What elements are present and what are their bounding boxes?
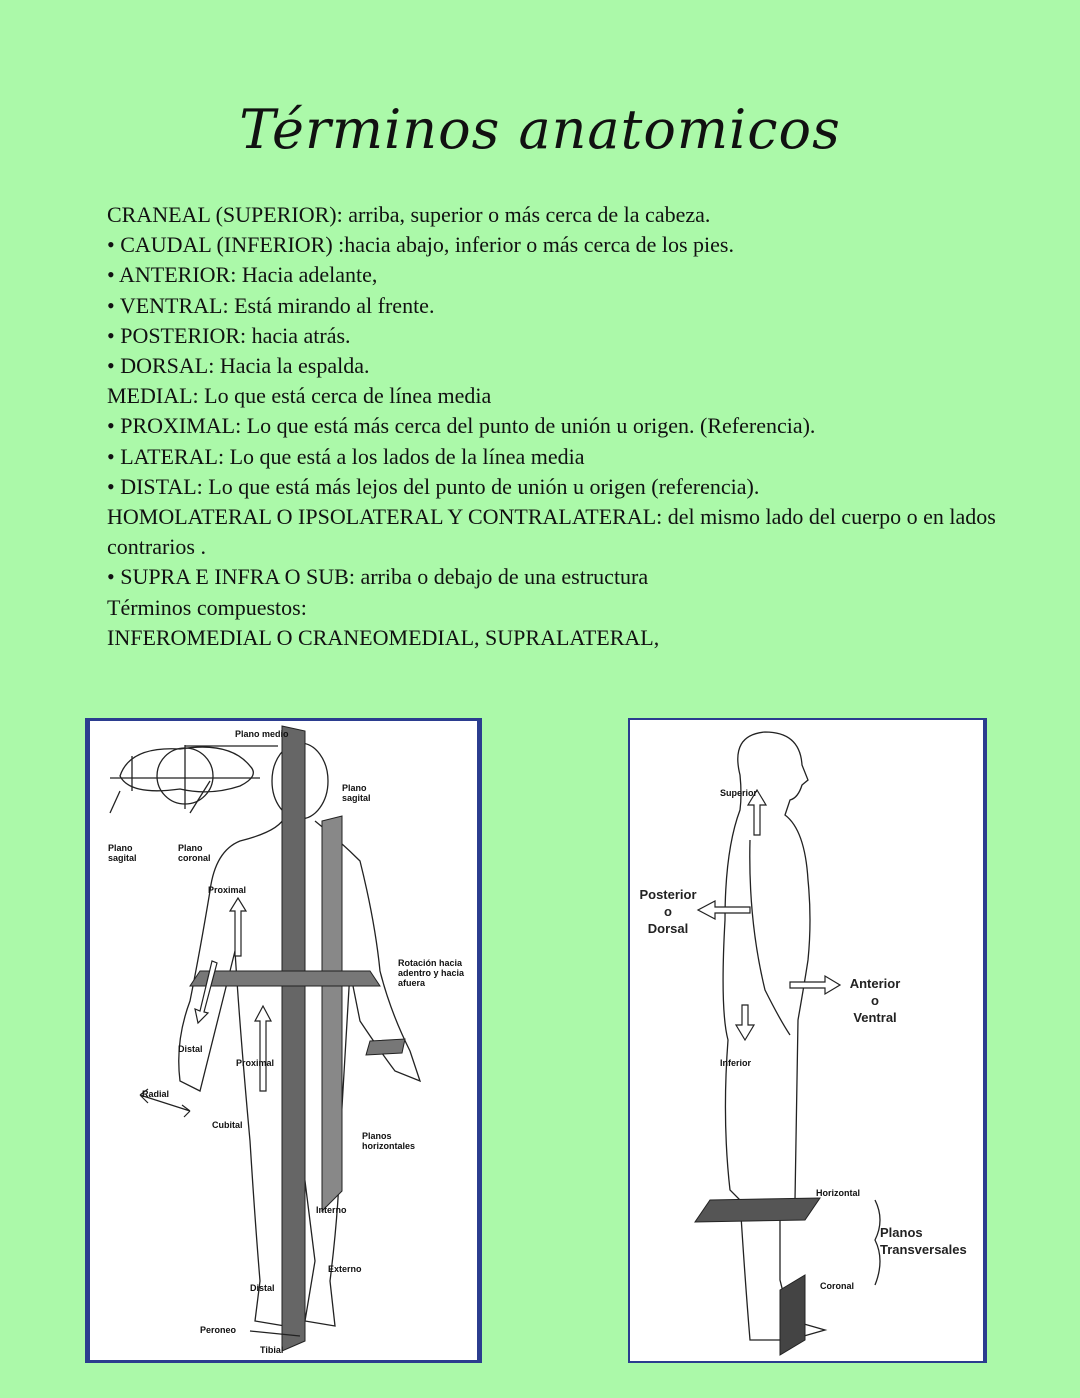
note-description: arriba, superior o más cerca de la cabez… (342, 202, 711, 227)
note-description: Lo que está cerca de línea media (198, 383, 492, 409)
label-planos: Planos (880, 1225, 923, 1240)
note-term: PROXIMAL: (120, 413, 242, 439)
label-superior: Superior (720, 788, 758, 798)
note-term: MEDIAL: (107, 383, 199, 409)
notes-list: CRANEAL (SUPERIOR): arriba, superior o m… (107, 200, 1007, 653)
note-line: • DISTAL: Lo que está más lejos del punt… (107, 472, 1007, 502)
label-tibial: Tibial (260, 1345, 284, 1355)
note-line: • SUPRA E INFRA O SUB: arriba o debajo d… (107, 562, 1007, 592)
note-description: Lo que está a los lados de la línea medi… (224, 443, 585, 469)
label-plano-coronal: Plano coronal (178, 843, 211, 863)
note-line: • POSTERIOR: hacia atrás. (107, 321, 1007, 351)
label-interno: Interno (316, 1205, 347, 1215)
note-term: VENTRAL: (119, 292, 229, 318)
bullet-icon: • (107, 353, 121, 379)
bullet-icon: • (107, 232, 121, 258)
note-line: INFEROMEDIAL O CRANEOMEDIAL, SUPRALATERA… (107, 623, 1007, 653)
bullet-icon: • (107, 322, 121, 348)
note-term: INFEROMEDIAL O CRANEOMEDIAL, SUPRALATERA… (107, 624, 660, 650)
label-o: o (664, 904, 672, 919)
label-planos-transversales: Planos Transversales (880, 1224, 967, 1258)
label-rotacion: Rotación hacia adentro y hacia afuera (398, 958, 465, 988)
label-radial: Radial (142, 1089, 170, 1099)
bullet-icon: • (107, 443, 121, 469)
front-body-drawing (109, 725, 422, 1352)
note-line: Términos compuestos: (107, 593, 1007, 623)
note-description: arriba o debajo de una estructura (354, 564, 649, 590)
side-body-drawing (694, 731, 881, 1356)
label-planos-horizontales: Planos horizontales (362, 1131, 416, 1151)
label-distal-leg: Distal (250, 1283, 275, 1293)
bullet-icon: • (107, 413, 121, 439)
label-coronal: Coronal (820, 1281, 855, 1291)
note-description: Hacia adelante, (236, 262, 378, 288)
label-peroneo: Peroneo (200, 1325, 237, 1335)
label-posterior: Posterior (639, 887, 697, 902)
label-ventral: Ventral (853, 1010, 897, 1025)
label-posterior-dorsal: Posterior o Dorsal (634, 886, 702, 937)
label-proximal-arm: Proximal (208, 885, 247, 895)
label-plano-sagital-head: Plano sagital (108, 843, 137, 863)
note-term: DORSAL: (120, 353, 215, 379)
note-line: • CAUDAL (INFERIOR) :hacia abajo, inferi… (107, 230, 1007, 260)
label-o: o (871, 993, 879, 1008)
note-term: ANTERIOR: (119, 262, 237, 288)
label-anterior-ventral: Anterior o Ventral (840, 975, 910, 1026)
note-description: Lo que está más lejos del punto de unión… (202, 473, 760, 499)
note-description: Términos compuestos: (107, 594, 307, 620)
label-proximal-leg: Proximal (236, 1058, 275, 1068)
note-term: SUPRA E INFRA O SUB: (120, 564, 355, 590)
note-term: POSTERIOR: (120, 322, 247, 348)
note-description: Lo que está más cerca del punto de unión… (241, 413, 816, 439)
front-anatomy-figure: Plano medio Plano sagital Plano sagital … (85, 718, 482, 1363)
side-anatomy-figure: Superior Posterior o Dorsal Anterior o V… (628, 718, 987, 1363)
bullet-icon: • (107, 564, 121, 590)
label-cubital: Cubital (212, 1120, 243, 1130)
page-title: Términos anatomicos (239, 98, 841, 161)
label-externo: Externo (328, 1264, 362, 1274)
note-line: • LATERAL: Lo que está a los lados de la… (107, 442, 1007, 472)
note-term: LATERAL: (120, 443, 225, 469)
label-plano-sagital: Plano sagital (342, 783, 371, 803)
label-plano-medio: Plano medio (235, 729, 289, 739)
note-description: del mismo lado del cuerpo o en lados con… (107, 504, 996, 560)
note-line: • ANTERIOR: Hacia adelante, (107, 260, 1007, 290)
note-term: HOMOLATERAL O IPSOLATERAL Y CONTRALATERA… (107, 504, 663, 530)
note-term: CRANEAL (SUPERIOR): (107, 202, 343, 227)
label-anterior: Anterior (849, 976, 901, 991)
note-term: CAUDAL (INFERIOR) (120, 232, 333, 258)
note-line: HOMOLATERAL O IPSOLATERAL Y CONTRALATERA… (107, 502, 1007, 562)
note-description: Está mirando al frente. (228, 292, 435, 318)
note-line: • VENTRAL: Está mirando al frente. (107, 291, 1007, 321)
label-horizontal: Horizontal (816, 1188, 860, 1198)
label-distal-arm: Distal (178, 1044, 203, 1054)
label-inferior: Inferior (720, 1058, 752, 1068)
bullet-icon: • (107, 473, 121, 499)
note-term: DISTAL: (120, 473, 203, 499)
note-description: :hacia abajo, inferior o más cerca de lo… (332, 232, 734, 258)
bullet-icon: • (107, 292, 120, 318)
label-dorsal: Dorsal (647, 921, 689, 936)
note-line: MEDIAL: Lo que está cerca de línea media (107, 381, 1007, 411)
note-description: Hacia la espalda. (214, 353, 370, 379)
note-line: • PROXIMAL: Lo que está más cerca del pu… (107, 411, 1007, 441)
label-transversales: Transversales (880, 1242, 967, 1257)
note-line: CRANEAL (SUPERIOR): arriba, superior o m… (107, 200, 1007, 230)
note-line: • DORSAL: Hacia la espalda. (107, 351, 1007, 381)
bullet-icon: • (107, 262, 119, 288)
note-description: hacia atrás. (246, 322, 351, 348)
